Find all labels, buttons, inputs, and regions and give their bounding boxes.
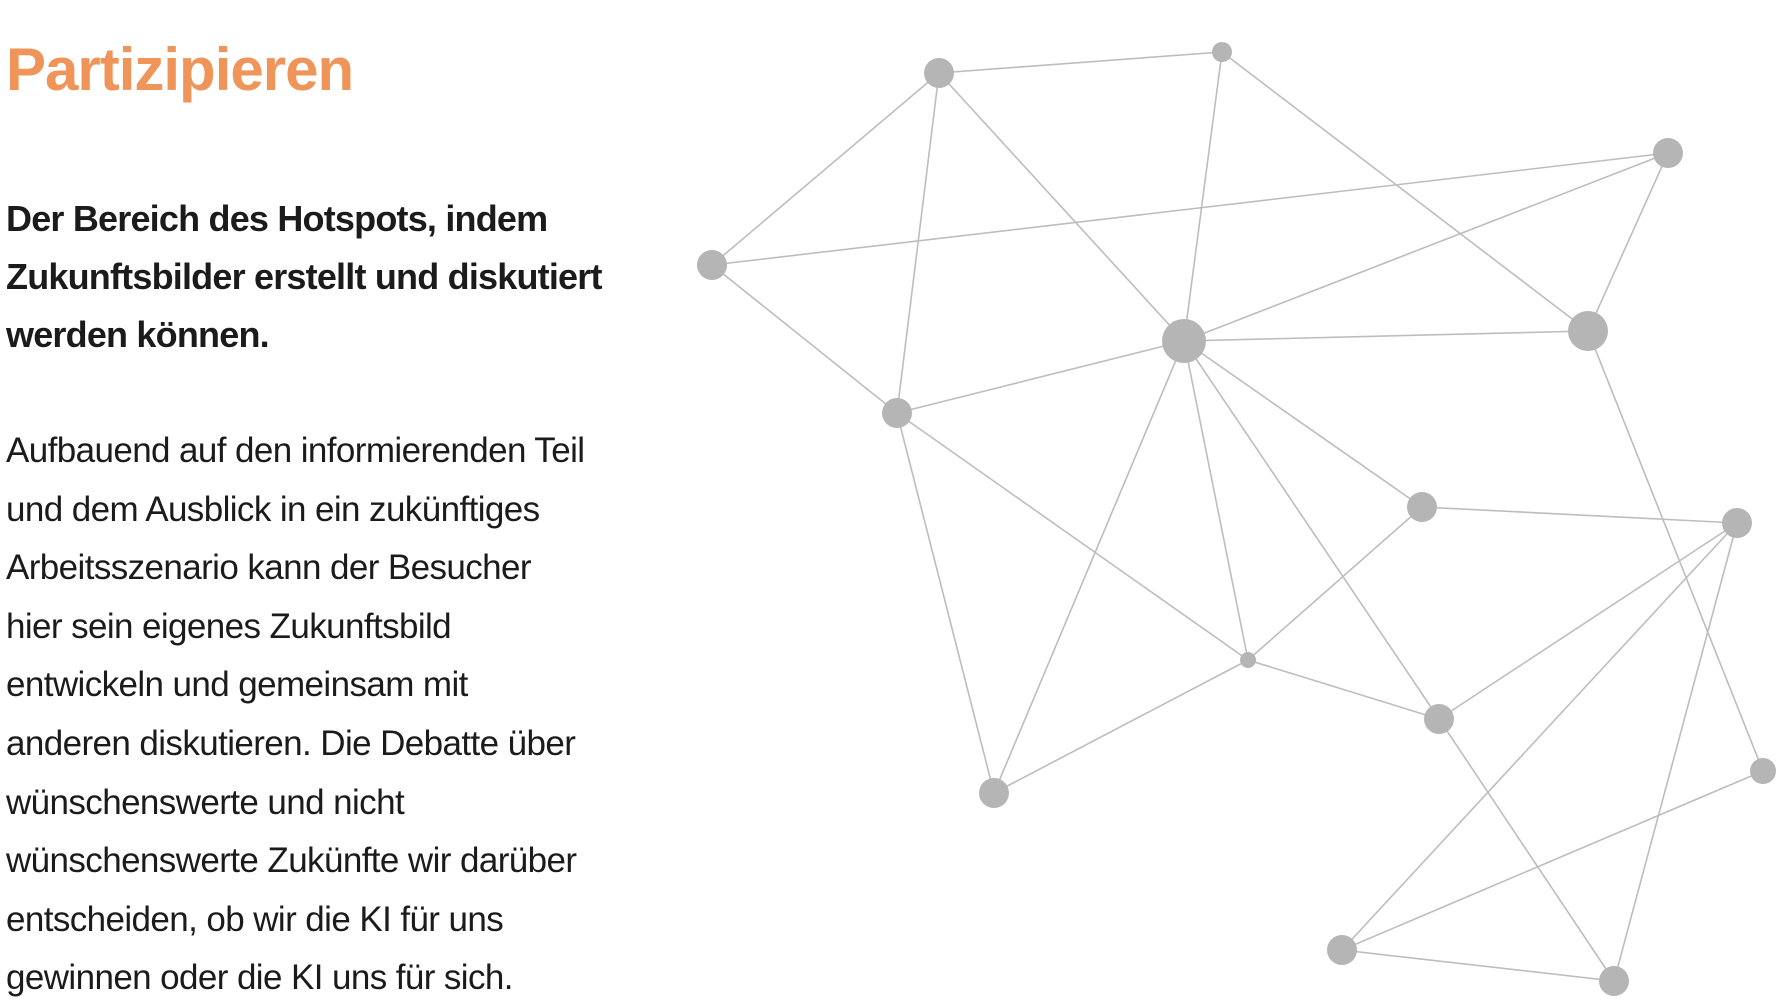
network-edge	[1438, 718, 1615, 982]
network-edge	[896, 412, 995, 794]
page-title: Partizipieren	[6, 36, 354, 103]
network-edge	[711, 72, 940, 266]
network-edge	[1183, 340, 1423, 508]
network-node	[1750, 758, 1776, 784]
lead-line: Der Bereich des Hotspots, indem	[6, 198, 548, 239]
body-line: Aufbauend auf den informierenden Teil	[6, 431, 585, 470]
network-edge	[938, 72, 1185, 342]
body-line: entwickeln und gemeinsam mit	[6, 665, 468, 705]
network-edge	[1183, 152, 1669, 342]
body-line: gewinnen oder die KI uns für sich.	[6, 958, 513, 998]
network-node	[1212, 42, 1232, 62]
body-line: anderen diskutieren. Die Debatte über	[6, 723, 576, 763]
body-line: und dem Ausblick in ein zukünftiges	[6, 489, 540, 529]
network-edge	[1421, 506, 1738, 524]
body-line: wünschenswerte und nicht	[6, 782, 405, 822]
network-node	[882, 398, 912, 428]
network-edge	[1183, 330, 1589, 342]
network-node	[979, 778, 1009, 808]
network-node	[1407, 492, 1437, 522]
network-edge	[896, 412, 1249, 661]
lead-line: werden können.	[6, 314, 270, 355]
network-nodes	[697, 42, 1776, 996]
network-node	[1653, 138, 1683, 168]
network-edge	[938, 51, 1223, 74]
body-paragraph: Aufbauend auf den informierenden Teil un…	[6, 422, 646, 1008]
network-edge	[896, 340, 1185, 414]
body-line: entscheiden, ob wir die KI für uns	[6, 899, 504, 939]
network-node	[1162, 319, 1206, 363]
network-node	[1568, 311, 1608, 351]
text-column: Partizipieren Der Bereich des Hotspots, …	[6, 30, 646, 1008]
network-edge	[1587, 330, 1764, 772]
network-edge	[896, 72, 940, 414]
network-edge	[1341, 522, 1738, 951]
network-node	[1424, 704, 1454, 734]
network-edge	[1438, 522, 1738, 720]
lead-paragraph: Der Bereich des Hotspots, indem Zukunfts…	[6, 190, 646, 364]
network-node	[1722, 508, 1752, 538]
network-edge	[1221, 51, 1589, 332]
body-line: hier sein eigenes Zukunftsbild	[6, 606, 452, 646]
network-edge	[1247, 506, 1423, 661]
network-edge	[1183, 340, 1249, 661]
network-node	[1240, 652, 1256, 668]
network-node	[924, 58, 954, 88]
lead-line: Zukunftsbilder erstellt und diskutiert	[6, 256, 602, 297]
network-node	[697, 250, 727, 280]
network-node	[1327, 935, 1357, 965]
network-edge	[1587, 152, 1669, 332]
network-edge	[1341, 770, 1764, 951]
network-edge	[711, 264, 898, 414]
network-edge	[1247, 659, 1440, 720]
body-line: wünschenswerte Zukünfte wir darüber	[6, 841, 577, 881]
network-edge	[1341, 949, 1615, 982]
network-edges	[711, 51, 1764, 982]
network-edge	[993, 340, 1185, 794]
network-edge	[1613, 522, 1738, 982]
body-line: Arbeitsszenario kann der Besucher	[6, 548, 532, 588]
network-node	[1599, 966, 1629, 996]
network-edge	[1183, 340, 1440, 720]
network-edge	[993, 659, 1249, 794]
network-edge	[1183, 51, 1223, 342]
network-edge	[711, 152, 1669, 266]
